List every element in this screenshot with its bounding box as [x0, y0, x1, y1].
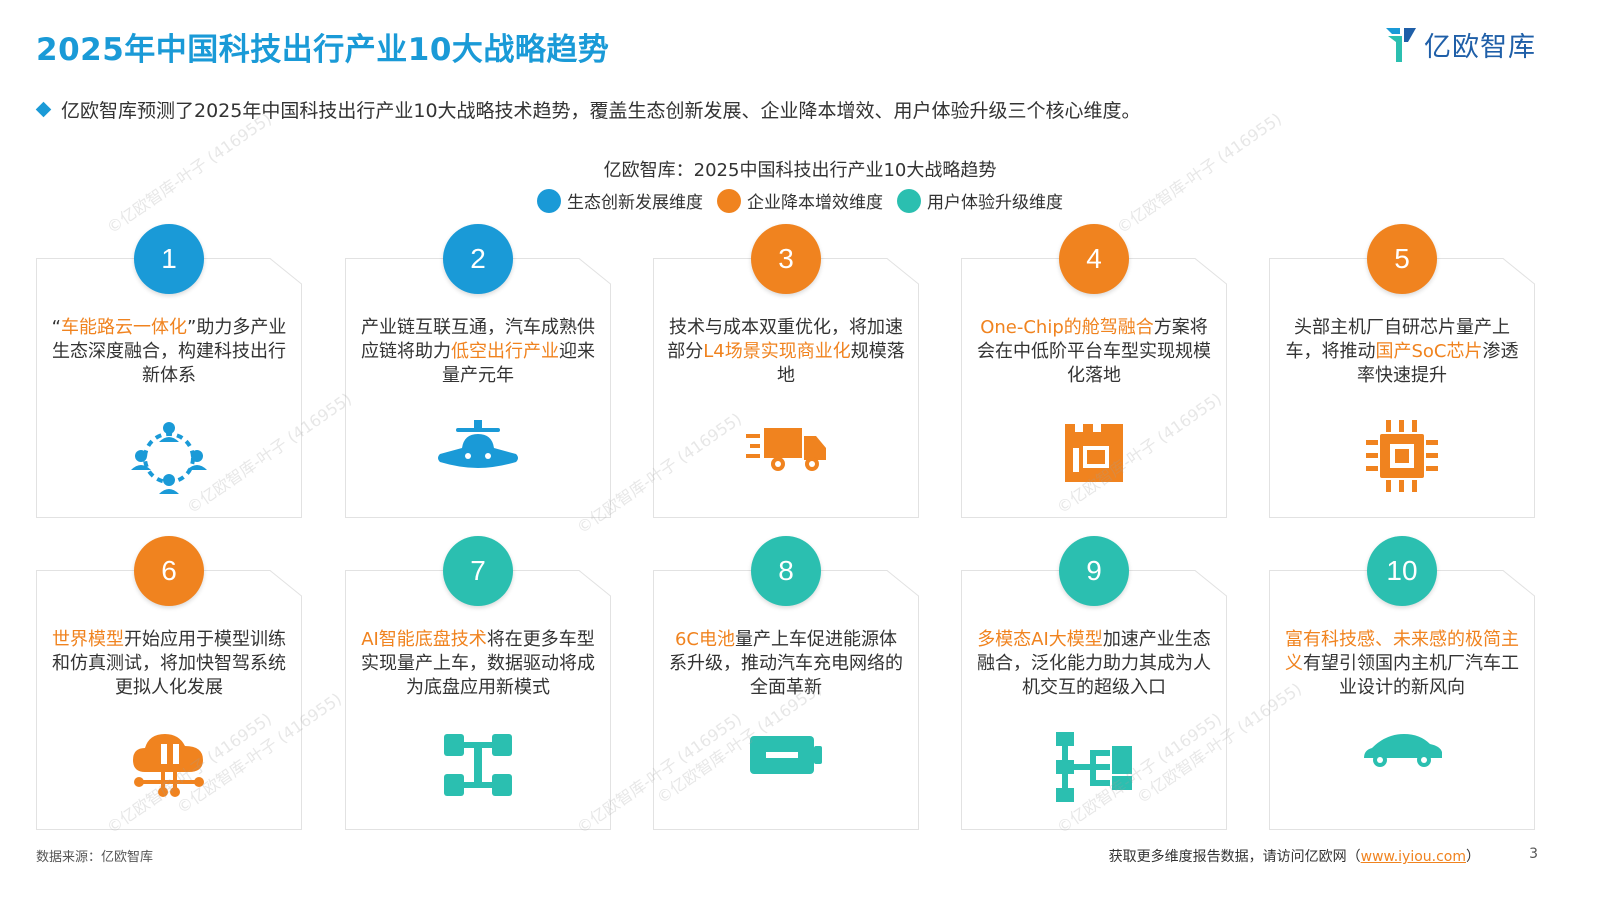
logo: 亿欧智库: [1384, 24, 1536, 64]
trend-number-badge: 4: [1059, 224, 1129, 294]
legend-label: 用户体验升级维度: [927, 193, 1063, 213]
trend-text: “: [51, 317, 61, 338]
trend-highlight-text: 国产SoC芯片: [1375, 341, 1483, 362]
trend-description: 技术与成本双重优化，将加速部分L4场景实现商业化规模落地: [653, 316, 919, 388]
legend-item-ecosystem: 生态创新发展维度: [537, 188, 703, 213]
trend-description: One-Chip的舱驾融合方案将会在中低阶平台车型实现规模化落地: [961, 316, 1227, 388]
trend-highlight-text: 6C电池: [674, 629, 736, 650]
legend-item-experience: 用户体验升级维度: [897, 188, 1063, 213]
trend-text: 技术与成本双重优化，将加速部分: [667, 317, 903, 362]
battery-icon: [653, 730, 919, 780]
trend-highlight-text: 多模态AI大模型: [977, 629, 1103, 650]
trend-number-badge: 7: [443, 536, 513, 606]
trend-highlight-text: 低空出行产业: [451, 341, 559, 362]
trend-text: 迎来量产元年: [442, 341, 595, 386]
logo-mark-icon: [1386, 28, 1416, 62]
chassis-icon: [345, 730, 611, 800]
trend-number-badge: 2: [443, 224, 513, 294]
chip-board-icon: [961, 418, 1227, 488]
iyiou-link[interactable]: www.iyiou.com: [1360, 849, 1466, 865]
processor-icon: [1269, 418, 1535, 494]
legend-item-cost: 企业降本增效维度: [717, 188, 883, 213]
trend-text: 规模落地: [777, 341, 905, 386]
trend-description: 富有科技感、未来感的极简主义有望引领国内主机厂汽车工业设计的新风向: [1269, 628, 1535, 700]
legend-dot: [537, 188, 561, 213]
trend-description: AI智能底盘技术将在更多车型实现量产上车，数据驱动将成为底盘应用新模式: [345, 628, 611, 700]
trend-highlight-text: One-Chip的舱驾融合: [980, 317, 1154, 338]
legend-label: 生态创新发展维度: [567, 193, 703, 213]
trend-number-badge: 1: [134, 224, 204, 294]
trend-description: 产业链互联互通，汽车成熟供应链将助力低空出行产业迎来量产元年: [345, 316, 611, 388]
trend-description: 头部主机厂自研芯片量产上车，将推动国产SoC芯片渗透率快速提升: [1269, 316, 1535, 388]
trend-text: ”助力多产业生态深度融合，构建科技出行新体系: [52, 317, 287, 386]
trend-card: [1269, 570, 1535, 830]
data-source: 数据来源：亿欧智库: [36, 850, 154, 865]
trend-text: 头部主机厂自研芯片量产上车，将推动: [1285, 317, 1510, 362]
trend-text: 产业链互联互通，汽车成熟供应链将助力: [361, 317, 595, 362]
logo-text: 亿欧智库: [1424, 31, 1536, 63]
legend-dot: [897, 188, 921, 213]
trend-highlight-text: L4场景实现商业化: [703, 341, 851, 362]
trend-text: 将在更多车型实现量产上车，数据驱动将成为底盘应用新模式: [361, 629, 595, 698]
subtitle-text: 亿欧智库预测了2025年中国科技出行产业10大战略技术趋势，覆盖生态创新发展、企…: [61, 100, 1141, 122]
trend-card: [345, 258, 611, 518]
trend-card: [653, 258, 919, 518]
trend-text: 加速产业生态融合，泛化能力助力其成为人机交互的超级入口: [977, 629, 1211, 698]
ai-cloud-icon: [36, 730, 302, 800]
legend: 生态创新发展维度 企业降本增效维度 用户体验升级维度: [0, 188, 1600, 213]
page-title: 2025年中国科技出行产业10大战略趋势: [36, 32, 610, 68]
page-number: 3: [1529, 846, 1538, 862]
trend-text: 有望引领国内主机厂汽车工业设计的新风向: [1303, 653, 1519, 698]
legend-label: 企业降本增效维度: [747, 193, 883, 213]
trend-description: 多模态AI大模型加速产业生态融合，泛化能力助力其成为人机交互的超级入口: [961, 628, 1227, 700]
trend-highlight-text: 世界模型: [52, 629, 124, 650]
trend-number-badge: 5: [1367, 224, 1437, 294]
trend-text: 开始应用于模型训练和仿真测试，将加快智驾系统更拟人化发展: [52, 629, 286, 698]
network-people-icon: [36, 418, 302, 498]
trend-text: 渗透率快速提升: [1357, 341, 1519, 386]
chart-title: 亿欧智库：2025中国科技出行产业10大战略趋势: [603, 160, 997, 181]
sports-car-icon: [1269, 730, 1535, 770]
subtitle: 亿欧智库预测了2025年中国科技出行产业10大战略技术趋势，覆盖生态创新发展、企…: [35, 96, 1141, 123]
trend-highlight-text: 车能路云一体化: [61, 317, 187, 338]
footer-more-info: 获取更多维度报告数据，请访问亿欧网（www.iyiou.com）: [1109, 846, 1480, 866]
trend-number-badge: 8: [751, 536, 821, 606]
trend-text: 量产上车促进能源体系升级，推动汽车充电网络的全面革新: [669, 629, 903, 698]
trend-description: 世界模型开始应用于模型训练和仿真测试，将加快智驾系统更拟人化发展: [36, 628, 302, 700]
trend-highlight-text: AI智能底盘技术: [361, 629, 487, 650]
trend-number-badge: 10: [1367, 536, 1437, 606]
footer-prefix: 获取更多维度报告数据，请访问亿欧网（: [1108, 849, 1361, 865]
diamond-bullet-icon: [35, 101, 52, 118]
truck-icon: [653, 418, 919, 478]
trend-highlight-text: 富有科技感、未来感的极简主义: [1285, 629, 1519, 674]
hierarchy-icon: [961, 730, 1227, 806]
trend-number-badge: 3: [751, 224, 821, 294]
trend-number-badge: 9: [1059, 536, 1129, 606]
legend-dot: [717, 188, 741, 213]
footer-suffix: ）: [1466, 849, 1480, 865]
aircraft-icon: [345, 418, 611, 478]
trend-description: “车能路云一体化”助力多产业生态深度融合，构建科技出行新体系: [36, 316, 302, 388]
trend-description: 6C电池量产上车促进能源体系升级，推动汽车充电网络的全面革新: [653, 628, 919, 700]
trend-number-badge: 6: [134, 536, 204, 606]
trend-text: 方案将会在中低阶平台车型实现规模化落地: [977, 317, 1211, 386]
